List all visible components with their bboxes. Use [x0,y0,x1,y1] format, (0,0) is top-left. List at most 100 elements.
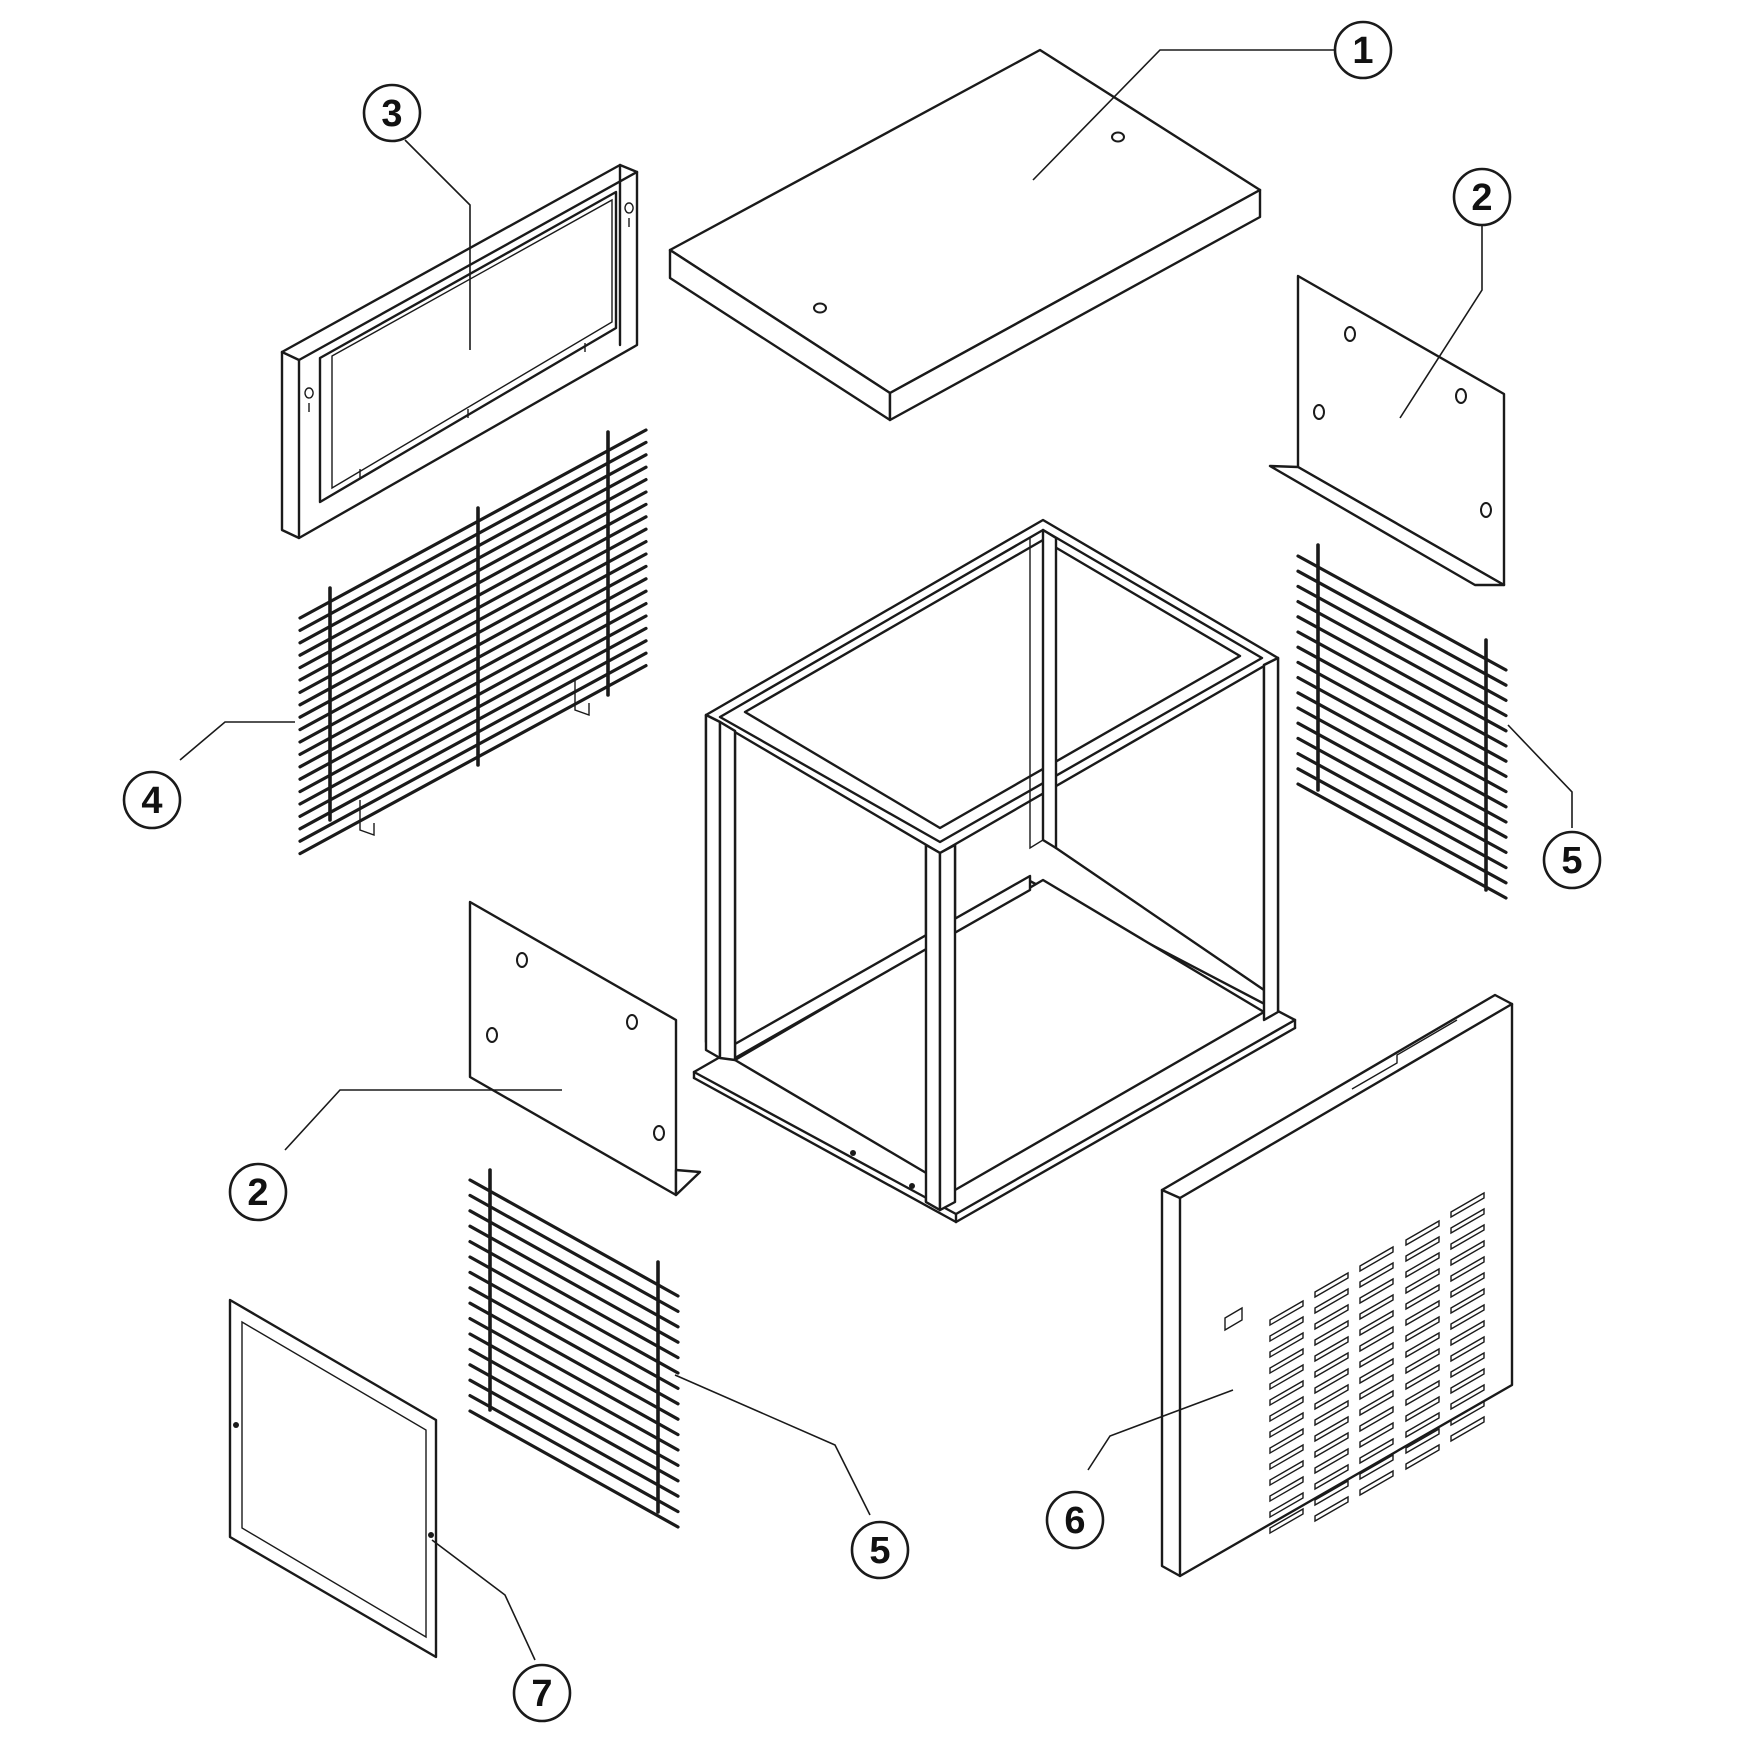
louver-slot [1269,1459,1304,1487]
louver-slot [1314,1415,1349,1443]
louver-slot [1405,1235,1440,1263]
louver-slot [1405,1315,1440,1343]
grille-rod [298,515,648,707]
louver-slot [1269,1347,1304,1375]
callout-2-left: 2 [228,1162,288,1222]
callout-3: 3 [362,83,422,143]
louver-slot [1405,1363,1440,1391]
louver-slot [1359,1245,1394,1273]
part-7-mesh-filter [228,1298,438,1659]
callout-5-lower-label: 5 [869,1530,890,1572]
callout-5-right-label: 5 [1561,840,1582,882]
louver-slot [1405,1427,1440,1455]
grille-rod [298,663,648,856]
grille-rod [298,639,648,831]
callout-6-label: 6 [1064,1500,1085,1542]
grille-rod [468,1301,680,1421]
louver-slot [1269,1379,1304,1407]
grille-rod [298,589,648,781]
louver-slot [1450,1399,1485,1427]
louver-slot [1359,1469,1394,1497]
callout-5-lower: 5 [850,1520,910,1580]
louver-slot [1314,1303,1349,1331]
louver-slot [1314,1463,1349,1491]
louver-slot [1450,1191,1485,1219]
louver-slot [1450,1287,1485,1315]
louver-slot [1359,1341,1394,1369]
grille-rod [298,478,648,670]
callout-4-label: 4 [141,780,162,822]
louver-slot [1359,1357,1394,1385]
louver-slot [1450,1239,1485,1267]
louver-slot [1314,1431,1349,1459]
louver-slot [1405,1443,1440,1471]
grille-rod [468,1224,680,1344]
callout-4: 4 [122,770,182,830]
grille-rod [1296,736,1508,855]
callout-6: 6 [1045,1490,1105,1550]
grille-rod [298,651,648,843]
part-4-grille [298,428,648,856]
louver-slot [1405,1347,1440,1375]
grille-rod [298,539,648,732]
callout-2-right: 2 [1452,167,1512,227]
grille-rod [298,577,648,769]
louver-slot [1405,1251,1440,1279]
louver-slot [1269,1491,1304,1519]
louver-slot [1314,1447,1349,1475]
grille-rod [1296,584,1508,703]
louver-slot [1405,1379,1440,1407]
louver-slot [1359,1437,1394,1465]
part-3-frame [280,163,639,540]
louver-slot [1269,1507,1304,1535]
louver-slot [1450,1367,1485,1395]
grille-rod [298,502,648,695]
louver-slot [1269,1395,1304,1423]
louver-slot [1359,1277,1394,1305]
louver-slot [1314,1383,1349,1411]
louver-slot [1450,1319,1485,1347]
callout-7-label: 7 [531,1673,552,1715]
louver-slot [1359,1293,1394,1321]
grille-rod [1296,691,1508,809]
louver-slot [1405,1299,1440,1327]
louver-slot [1269,1331,1304,1359]
leader-lines [179,49,1573,1661]
part-5-grille-lower [468,1168,680,1529]
louver-slot [1359,1373,1394,1401]
callout-5-right: 5 [1542,830,1602,890]
louver-slot [1359,1261,1394,1289]
louver-slot [1450,1335,1485,1363]
louver-slot [1314,1351,1349,1379]
grille-rod [1296,599,1508,718]
louver-slot [1269,1475,1304,1503]
louver-slot [1405,1219,1440,1247]
louver-slot [1269,1315,1304,1343]
grille-rod [298,490,648,682]
grille-rod [298,440,648,633]
part-6-front-panel [1160,993,1514,1578]
louver-slot [1314,1495,1349,1523]
grille-rod [1296,706,1508,824]
grille-rod [298,601,648,794]
louver-slot [1359,1325,1394,1353]
grille-rod [1296,721,1508,839]
louver-slot [1314,1399,1349,1427]
louver-slot [1359,1405,1394,1433]
grille-rod [1296,615,1508,733]
grille-rod [468,1286,680,1406]
louver-slot [1405,1411,1440,1439]
louver-slot [1450,1303,1485,1331]
louver-slot [1314,1287,1349,1315]
grille-rod [468,1209,680,1329]
grille-rod [468,1178,680,1298]
louver-slot [1450,1223,1485,1251]
grille-rod [1296,569,1508,687]
grille-rod [1296,554,1508,672]
callout-2-right-label: 2 [1471,177,1492,219]
grille-rod [1296,630,1508,748]
grille-rod [468,1316,680,1437]
grille-rod [1296,660,1508,779]
grille-rod [1296,767,1508,885]
louver-slot [1450,1271,1485,1299]
